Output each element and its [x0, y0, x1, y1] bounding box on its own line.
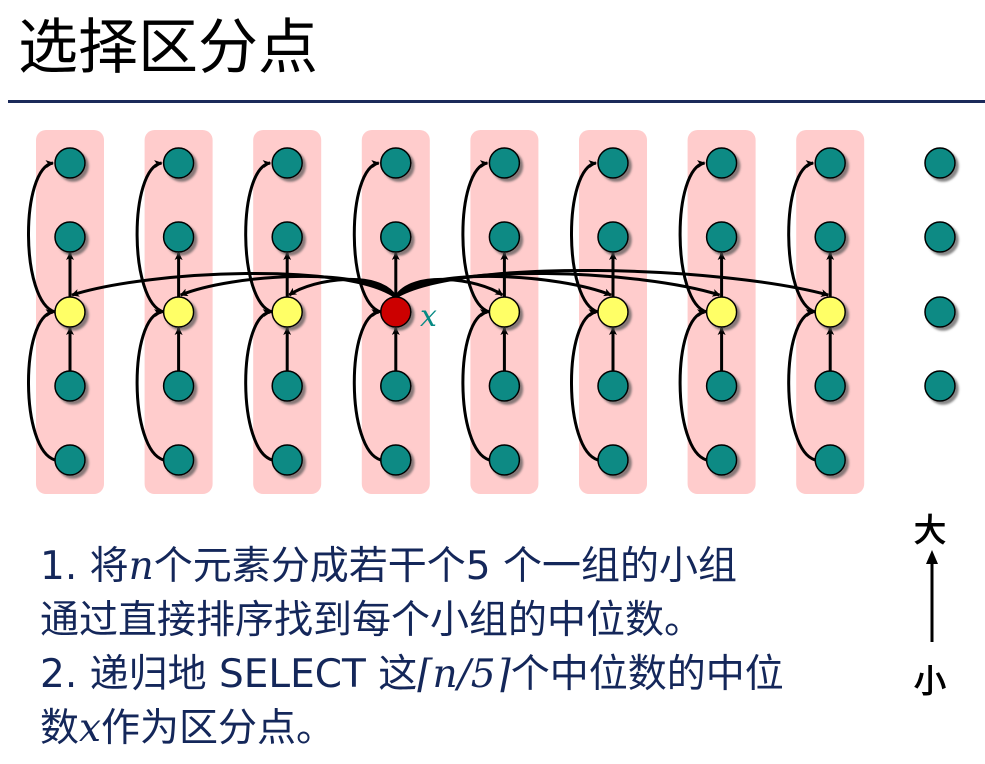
element-node: [54, 370, 86, 402]
element-node: [705, 147, 738, 179]
text-segment: 个元素分成若干个5 个一组的小组: [153, 544, 737, 589]
element-node: [162, 370, 195, 402]
element-node: [380, 370, 412, 402]
element-node: [488, 370, 521, 402]
element-node: [380, 221, 412, 253]
text-segment: 2. 递归地 SELECT 这: [40, 652, 418, 697]
median-compare-arrow: [288, 278, 398, 298]
compare-arrow: [570, 160, 599, 314]
compare-arrow: [787, 309, 816, 462]
text-segment: 数: [40, 706, 80, 751]
element-node: [162, 221, 195, 253]
median-node: [488, 296, 521, 328]
median-node: [705, 296, 738, 328]
median-compare-arrow: [179, 275, 397, 299]
element-node: [814, 444, 846, 476]
math-ceil-n-over-5: ⌈n/5⌉: [417, 652, 511, 697]
scale-large-label: 大: [914, 511, 947, 549]
compare-arrow: [352, 160, 382, 314]
element-node: [488, 444, 521, 476]
scale-up-arrow-icon: [926, 550, 938, 642]
compare-arrow: [461, 160, 491, 314]
element-node: [814, 221, 846, 253]
compare-arrow: [135, 160, 165, 314]
median-compare-arrow: [71, 271, 397, 299]
median-compare-arrow: [394, 271, 721, 299]
remaining-element-node: [924, 147, 956, 179]
element-node: [705, 221, 738, 253]
compare-arrow: [352, 309, 382, 462]
text-segment: 个中位数的中位: [510, 652, 784, 697]
element-node: [162, 444, 195, 476]
step-2-line-2: 数x作为区分点。: [40, 702, 784, 756]
step-1-line-1: 1. 将n个元素分成若干个5 个一组的小组: [40, 540, 784, 594]
element-node: [814, 370, 846, 402]
element-node: [597, 221, 629, 253]
element-node: [271, 147, 303, 179]
scale-small-label: 小: [914, 662, 947, 700]
element-node: [271, 370, 303, 402]
element-node: [488, 221, 521, 253]
step-2-line-1: 2. 递归地 SELECT 这⌈n/5⌉个中位数的中位: [40, 648, 784, 702]
text-segment: 1. 将: [40, 544, 129, 589]
remaining-element-node: [924, 296, 956, 328]
description: 1. 将n个元素分成若干个5 个一组的小组 通过直接排序找到每个小组的中位数。 …: [40, 540, 784, 756]
pivot-label: x: [420, 299, 437, 334]
element-node: [705, 370, 738, 402]
remaining-element-node: [924, 221, 956, 253]
element-node: [488, 147, 521, 179]
element-node: [271, 221, 303, 253]
median-compare-arrow: [395, 269, 830, 299]
compare-arrow: [135, 309, 165, 462]
compare-arrow: [244, 160, 273, 314]
remaining-element-node: [924, 370, 956, 402]
compare-arrow: [570, 309, 599, 462]
element-node: [271, 444, 303, 476]
title-divider: [8, 100, 985, 103]
element-node: [597, 370, 629, 402]
element-node: [380, 147, 412, 179]
median-node: [597, 296, 629, 328]
median-node: [54, 296, 86, 328]
element-node: [705, 444, 738, 476]
compare-arrow: [678, 160, 708, 314]
math-x: x: [79, 706, 102, 751]
compare-arrow: [244, 309, 273, 462]
math-n: n: [128, 544, 154, 589]
median-node: [162, 296, 195, 328]
pivot-node: [380, 296, 412, 328]
compare-arrow: [678, 309, 708, 462]
compare-arrow: [787, 160, 816, 314]
element-node: [597, 147, 629, 179]
median-of-medians-diagram: x: [27, 130, 956, 494]
element-node: [162, 147, 195, 179]
element-node: [54, 444, 86, 476]
element-node: [597, 444, 629, 476]
step-1-line-2: 通过直接排序找到每个小组的中位数。: [40, 598, 704, 643]
median-node: [271, 296, 303, 328]
element-node: [54, 147, 86, 179]
element-node: [380, 444, 412, 476]
median-node: [814, 296, 846, 328]
text-segment: 作为区分点。: [101, 706, 336, 751]
page-title: 选择区分点: [18, 13, 318, 83]
element-node: [814, 147, 846, 179]
compare-arrow: [461, 309, 491, 462]
compare-arrow: [27, 309, 56, 462]
element-node: [54, 221, 86, 253]
compare-arrow: [27, 160, 56, 314]
